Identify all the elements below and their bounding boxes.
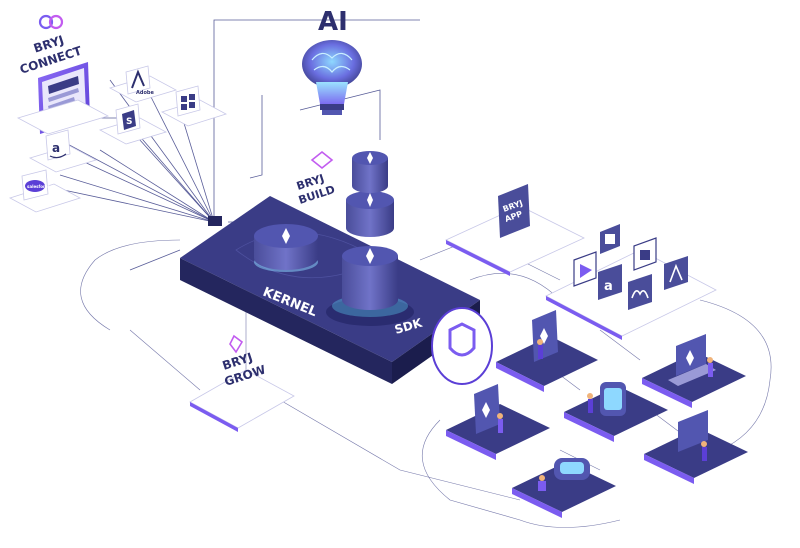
connector-hub — [208, 216, 222, 226]
bryj-build-label-group: BRYJ BUILD — [295, 150, 337, 207]
adobe-icon — [131, 69, 145, 89]
bryj-grow-module: BRYJ GROW — [189, 334, 295, 432]
kernel-core — [254, 224, 318, 272]
bryj-connect-module: BRYJ CONNECT Adobe — [8, 14, 228, 226]
adobe-label: Adobe — [136, 90, 154, 96]
brain-icon — [302, 40, 362, 88]
shopify-icon — [122, 110, 136, 130]
lightbulb-icon — [316, 82, 348, 115]
device-tablet-platform — [496, 310, 598, 392]
bryj-build-logo-icon — [310, 150, 334, 170]
svg-text:a: a — [604, 279, 613, 294]
salesforce-icon — [25, 180, 45, 192]
device-tv-platform — [644, 410, 748, 484]
bryj-grow-logo-icon — [229, 334, 244, 354]
windows-tile — [160, 85, 228, 127]
play-store-icon — [573, 251, 597, 287]
shield-icon — [448, 322, 476, 357]
amazon-appstore-icon: a — [598, 264, 622, 300]
device-phone-platform — [446, 384, 550, 460]
device-laptop-platform — [642, 334, 746, 408]
bryj-app-module: BRYJ APP — [445, 184, 585, 276]
ai-title: AI — [318, 7, 348, 37]
adobe-tile: Adobe — [108, 65, 178, 103]
salesforce-tile: salesforce — [8, 169, 82, 213]
security-shield — [431, 307, 493, 385]
sdk-stack — [326, 151, 414, 326]
bryj-star-icon — [282, 228, 290, 244]
app-stores-module: a — [545, 224, 717, 340]
ai-module: AI — [302, 7, 362, 115]
meta-icon — [628, 274, 652, 310]
svg-text:S: S — [126, 117, 132, 127]
amazon-tile: a — [28, 129, 98, 173]
shopping-bag-icon — [633, 237, 657, 271]
shopify-tile: S — [98, 103, 168, 145]
device-vr-platform — [512, 458, 616, 518]
windows-icon — [181, 94, 195, 110]
tv-icon — [678, 410, 708, 452]
connect-screen-card — [16, 62, 110, 135]
amazon-icon: a — [52, 141, 60, 155]
app-store-icon — [664, 256, 688, 290]
android-icon — [600, 224, 620, 254]
device-smartwatch-platform — [564, 382, 668, 442]
bryj-connect-logo-icon — [38, 14, 64, 30]
salesforce-label: salesforce — [27, 184, 50, 189]
